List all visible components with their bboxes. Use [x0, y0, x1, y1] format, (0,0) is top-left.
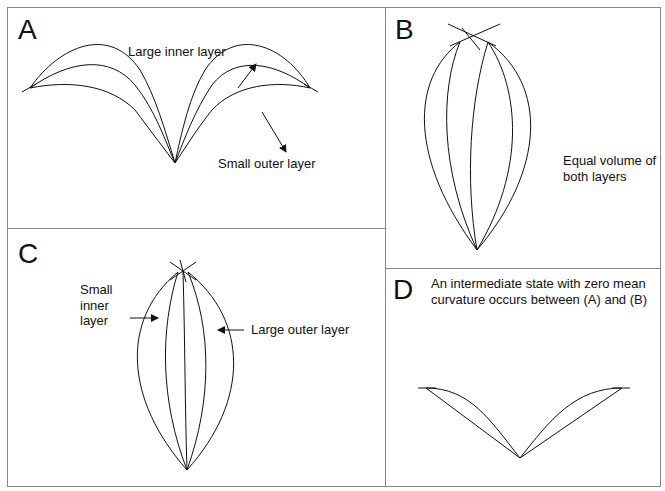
- layer-label: Large outer layer: [251, 322, 381, 338]
- layer-label: Small outer layer: [218, 156, 358, 172]
- figure-panel: DAn intermediate state with zero mean cu…: [385, 268, 661, 487]
- figure-panel: B Equal volume of both layers: [385, 7, 661, 269]
- note-label: Equal volume of both layers: [563, 153, 657, 184]
- figure-panel: A Large inner layerSmall outer layer: [7, 7, 386, 229]
- panel-letter: D: [393, 276, 433, 304]
- panel-letter: A: [18, 16, 58, 44]
- figure-panel: C Small inner layerLarge outer layer: [7, 228, 386, 487]
- layer-label: Small inner layer: [80, 282, 130, 329]
- layer-label: Large inner layer: [128, 44, 268, 60]
- panel-letter: B: [395, 16, 435, 44]
- panel-letter: C: [18, 240, 58, 268]
- note-label: An intermediate state with zero mean cur…: [431, 276, 655, 307]
